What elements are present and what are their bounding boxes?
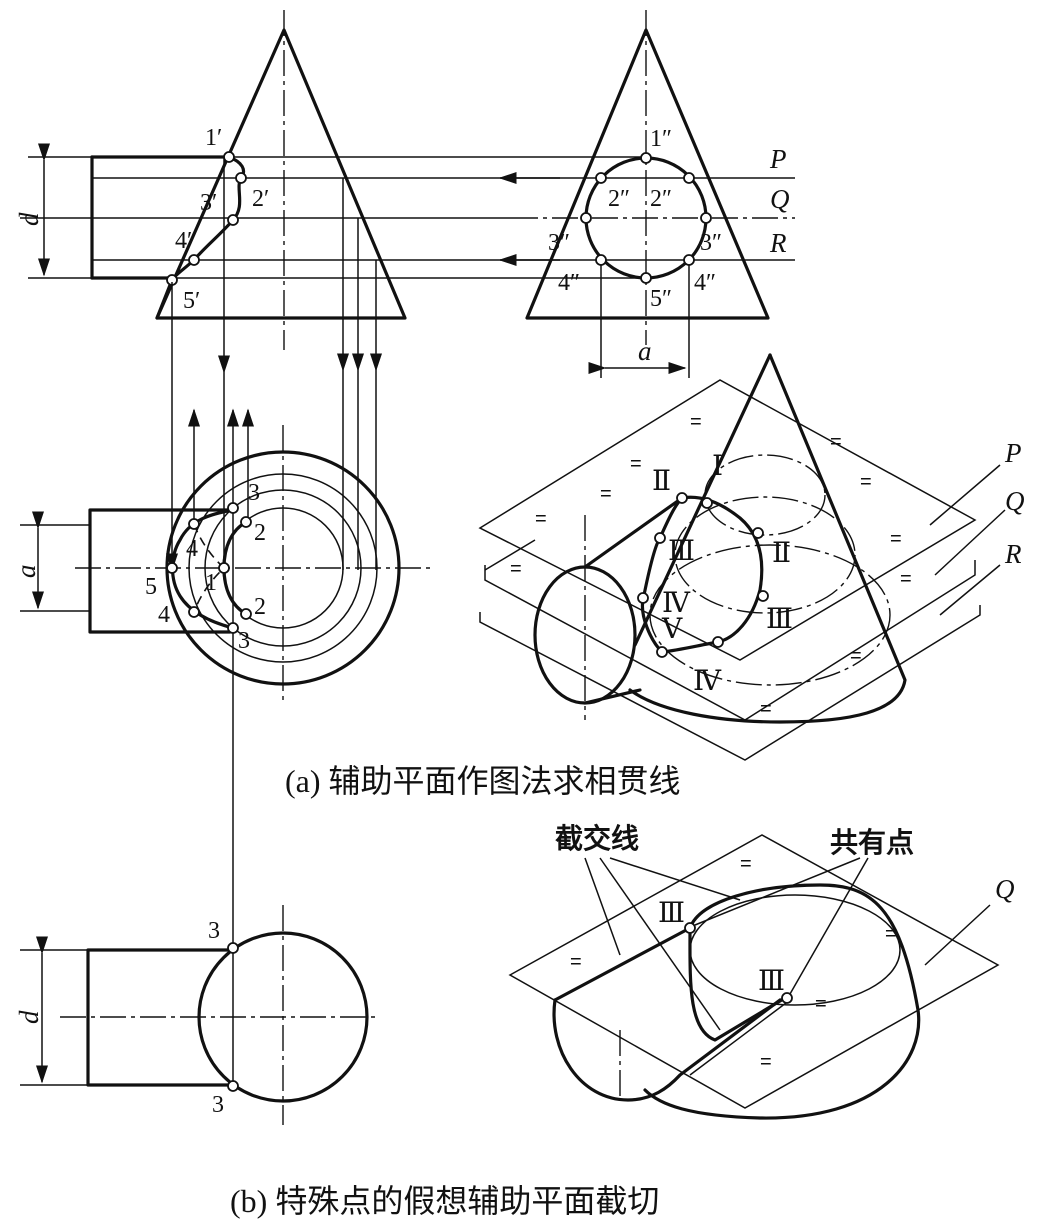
svg-text:=: = (860, 471, 872, 493)
label-section-line: 截交线 (555, 822, 639, 855)
point-5p: 5′ (183, 288, 200, 314)
pict-point-I: Ⅰ (712, 451, 723, 482)
pict-point-V: Ⅴ (661, 614, 683, 645)
svg-text:=: = (815, 993, 827, 1015)
point-3p: 3′ (200, 190, 217, 216)
pict-b-cone (643, 883, 921, 1120)
svg-text:=: = (600, 483, 612, 505)
b-circle (197, 931, 369, 1103)
svg-text:=: = (510, 558, 522, 580)
svg-text:=: = (740, 853, 752, 875)
top-point-1: 1 (205, 570, 217, 596)
top-point-3-lower: 3 (238, 628, 250, 654)
caption-a: (a) 辅助平面作图法求相贯线 (285, 763, 681, 799)
point-1p: 1′ (205, 125, 222, 151)
pict-b-point-III-right: Ⅲ (758, 966, 785, 997)
side-view: a 1″ 2″ 2″ 3″ 3″ 4″ 4″ 5″ P Q R (525, 10, 790, 378)
point-2pp-right: 2″ (650, 186, 672, 212)
pict-point-IV-right: Ⅳ (693, 666, 722, 697)
plane-P (478, 379, 977, 661)
side-dim-a-label: a (638, 336, 652, 366)
pict-point-II-left: Ⅱ (652, 466, 671, 497)
top-point-4-upper: 4 (186, 536, 198, 562)
top-point-4-lower: 4 (158, 602, 170, 628)
top-view: a 1 2 2 3 3 4 4 5 (11, 425, 430, 705)
point-3pp-left: 3″ (548, 230, 570, 256)
top-point-3-upper: 3 (248, 480, 260, 506)
point-1pp: 1″ (650, 126, 672, 152)
front-intersection-curve (155, 155, 246, 320)
projection-lines (166, 157, 382, 1090)
pict-point-III-left: Ⅲ (668, 536, 695, 567)
point-3pp-right: 3″ (700, 230, 722, 256)
caption-b: (b) 特殊点的假想辅助平面截切 (230, 1183, 659, 1219)
pict-intersection-curve (640, 495, 764, 654)
svg-text:=: = (830, 431, 842, 453)
pict-b-plane-Q-label: Q (995, 874, 1015, 904)
label-common-point: 共有点 (830, 827, 914, 859)
point-2pp-left: 2″ (608, 186, 630, 212)
point-4p: 4′ (175, 228, 192, 254)
pict-point-II-right: Ⅱ (772, 538, 791, 569)
svg-text:=: = (760, 1051, 772, 1073)
pictorial-b: Ⅲ Ⅲ 截交线 共有点 Q = = = = = (508, 822, 1015, 1120)
pict-cone-right (628, 353, 907, 724)
top-cylinder (88, 508, 232, 634)
front-cone-outline (155, 28, 407, 320)
top-circle-Q (204, 489, 362, 647)
b-cylinder (86, 948, 235, 1087)
top-dim-a-label: a (11, 565, 41, 579)
pict-b-point-III-left: Ⅲ (658, 898, 685, 929)
top-point-2-upper: 2 (254, 520, 266, 546)
front-dim-d-label: d (14, 212, 44, 226)
top-point-5: 5 (145, 574, 157, 600)
pict-b-curve (688, 926, 787, 1042)
view-b: d 3 3 (14, 905, 378, 1125)
point-5pp: 5″ (650, 286, 672, 312)
point-4pp-left: 4″ (558, 270, 580, 296)
svg-text:=: = (885, 923, 897, 945)
point-4pp-right: 4″ (694, 270, 716, 296)
svg-text:=: = (760, 698, 772, 720)
b-point-3-lower: 3 (212, 1092, 224, 1118)
pict-b-cylinder (552, 998, 782, 1102)
svg-text:=: = (535, 508, 547, 530)
b-point-3-upper: 3 (208, 918, 220, 944)
plane-Q-b (508, 834, 1000, 1109)
top-circle-R (188, 473, 378, 663)
svg-text:=: = (570, 951, 582, 973)
plane-Q-label: Q (770, 184, 790, 214)
plane-R-label: R (769, 228, 787, 258)
svg-text:=: = (850, 645, 862, 667)
top-point-2-lower: 2 (254, 594, 266, 620)
plane-P-label: P (769, 144, 787, 174)
front-view: d 1′ 2′ 3′ 4′ 5′ (14, 10, 795, 350)
b-dim-d-label: d (14, 1010, 44, 1024)
side-cone-outline (525, 28, 770, 320)
pict-plane-R-label: R (1004, 539, 1022, 569)
point-2p: 2′ (252, 186, 269, 212)
pict-plane-P-label: P (1004, 438, 1022, 468)
svg-text:=: = (890, 528, 902, 550)
pictorial-a: Ⅰ Ⅱ Ⅱ Ⅲ Ⅲ Ⅳ Ⅳ Ⅴ P Q R = = = = = = = = = … (478, 353, 1025, 761)
svg-text:=: = (690, 411, 702, 433)
pict-plane-Q-label: Q (1005, 486, 1025, 516)
svg-text:=: = (630, 453, 642, 475)
pict-point-IV-left: Ⅳ (662, 588, 691, 619)
svg-text:=: = (900, 568, 912, 590)
pict-point-III-right: Ⅲ (766, 604, 793, 635)
